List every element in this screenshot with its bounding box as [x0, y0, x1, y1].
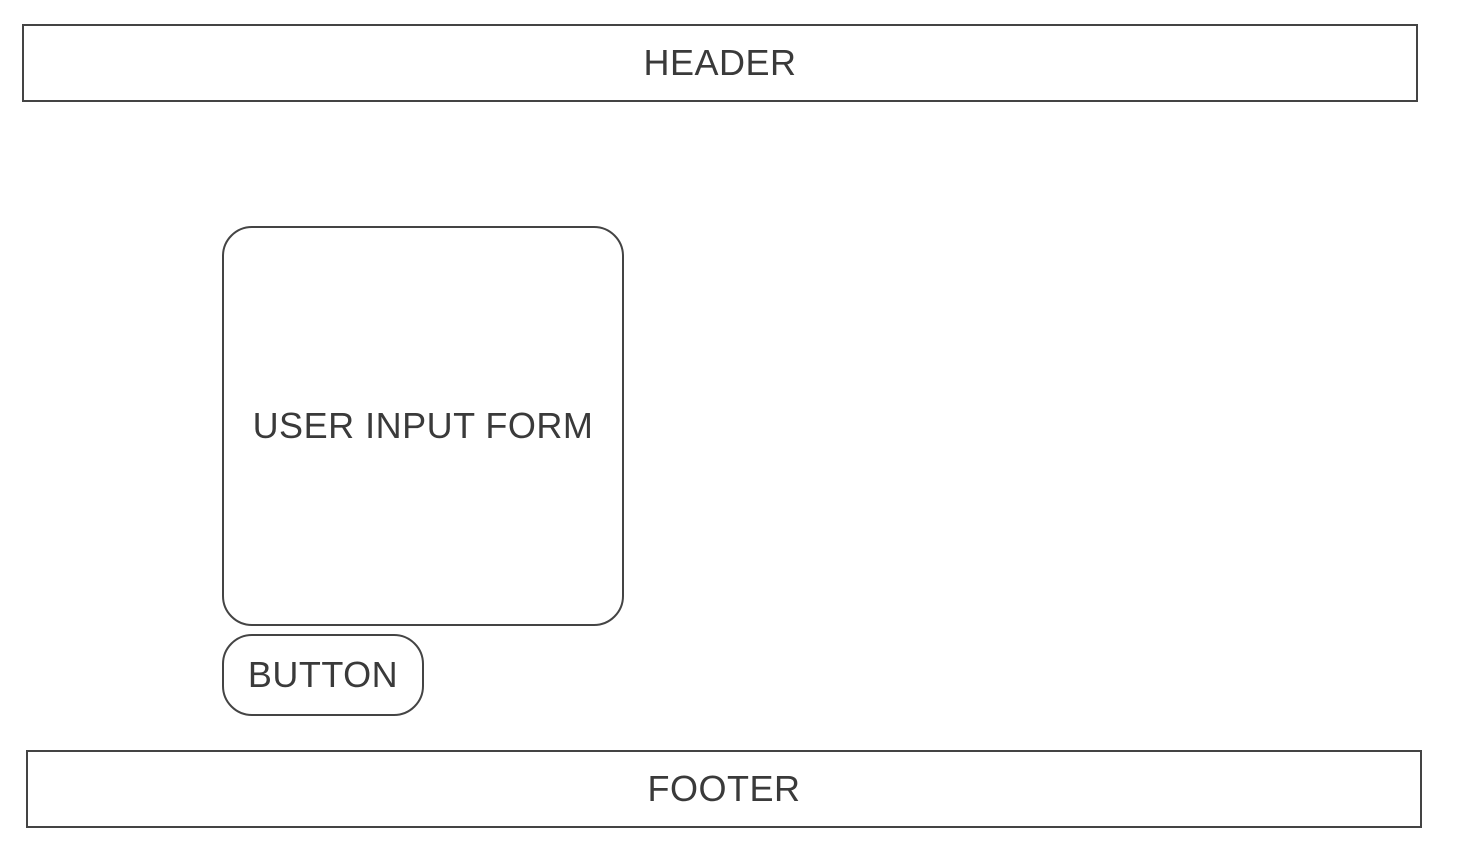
header-label: HEADER — [643, 42, 797, 83]
footer-label: FOOTER — [647, 768, 801, 809]
user-input-form-label: USER INPUT FORM — [252, 405, 594, 446]
button-label: BUTTON — [247, 654, 399, 695]
footer-block: FOOTER — [26, 750, 1422, 828]
header-block: HEADER — [22, 24, 1418, 102]
button-block[interactable]: BUTTON — [222, 634, 424, 716]
user-input-form-block[interactable]: USER INPUT FORM — [222, 226, 624, 626]
